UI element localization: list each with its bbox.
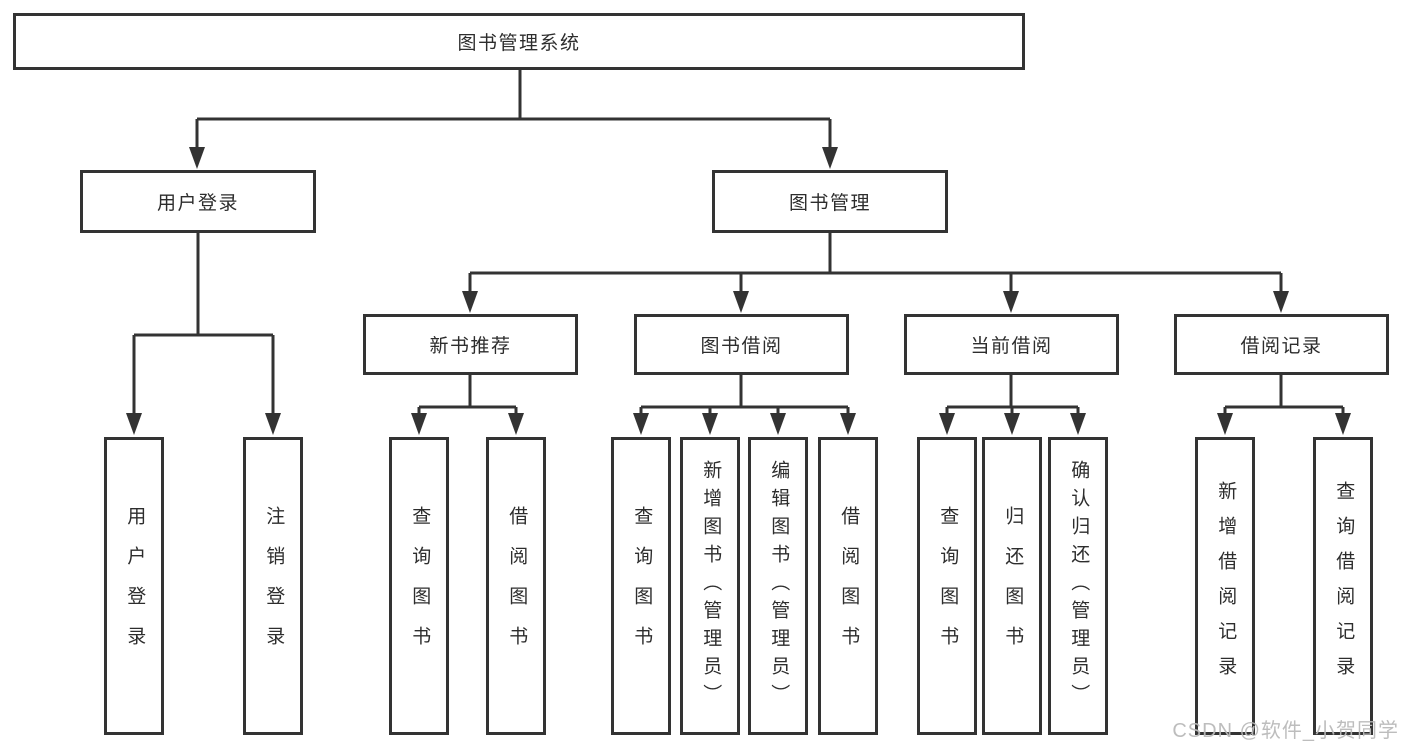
leaf-return-book-label: 归还图书 [1002,506,1024,666]
leaf-add-book-admin-label: 新增图书（管理员） [700,460,722,712]
leaf-logout-label: 注销登录 [263,506,285,666]
leaf-user-login: 用户登录 [104,437,164,735]
arrowhead-icon [770,413,786,435]
arrowhead-icon [462,291,478,313]
leaf-edit-book-admin-label: 编辑图书（管理员） [768,460,790,712]
leaf-edit-book-admin: 编辑图书（管理员） [748,437,808,735]
leaf-user-login-label: 用户登录 [124,506,146,666]
node-new-book-recommend: 新书推荐 [363,314,578,375]
node-book-management: 图书管理 [712,170,948,233]
leaf-logout: 注销登录 [243,437,303,735]
node-borrow-records-label: 借阅记录 [1240,336,1323,357]
arrowhead-icon [126,413,142,435]
leaf-return-book: 归还图书 [982,437,1042,735]
leaf-query-borrow-record-label: 查询借阅记录 [1333,481,1355,691]
leaf-query-books-recommend: 查询图书 [389,437,449,735]
node-borrow-records: 借阅记录 [1174,314,1389,375]
leaf-borrow-books-label: 借阅图书 [838,506,860,666]
arrowhead-icon [265,413,281,435]
leaf-add-borrow-record: 新增借阅记录 [1195,437,1255,735]
arrowhead-icon [1003,291,1019,313]
leaf-query-books-recommend-label: 查询图书 [409,506,431,666]
node-user-login-label: 用户登录 [156,193,239,214]
leaf-query-books-borrow: 查询图书 [611,437,671,735]
arrowhead-icon [189,147,205,169]
arrowhead-icon [411,413,427,435]
arrowhead-icon [1217,413,1233,435]
arrowhead-icon [633,413,649,435]
leaf-query-books-borrow-label: 查询图书 [631,506,653,666]
arrowhead-icon [733,291,749,313]
arrowhead-icon [822,147,838,169]
arrowhead-icon [840,413,856,435]
arrowhead-icon [1070,413,1086,435]
arrowhead-icon [508,413,524,435]
arrowhead-icon [939,413,955,435]
leaf-query-books-current-label: 查询图书 [937,506,959,666]
node-root: 图书管理系统 [13,13,1025,70]
node-root-label: 图书管理系统 [457,33,581,54]
leaf-confirm-return-admin-label: 确认归还（管理员） [1068,460,1090,712]
node-current-borrow-label: 当前借阅 [970,336,1053,357]
arrowhead-icon [1004,413,1020,435]
node-book-management-label: 图书管理 [788,193,871,214]
watermark: CSDN @软件_小贺同学 [1172,720,1399,742]
leaf-query-borrow-record: 查询借阅记录 [1313,437,1373,735]
leaf-borrow-books: 借阅图书 [818,437,878,735]
leaf-add-book-admin: 新增图书（管理员） [680,437,740,735]
arrowhead-icon [1273,291,1289,313]
node-current-borrow: 当前借阅 [904,314,1119,375]
node-new-book-recommend-label: 新书推荐 [429,336,512,357]
leaf-confirm-return-admin: 确认归还（管理员） [1048,437,1108,735]
leaf-borrow-books-recommend: 借阅图书 [486,437,546,735]
node-book-borrow-label: 图书借阅 [700,336,783,357]
leaf-borrow-books-recommend-label: 借阅图书 [506,506,528,666]
leaf-add-borrow-record-label: 新增借阅记录 [1215,481,1237,691]
node-book-borrow: 图书借阅 [634,314,849,375]
node-user-login: 用户登录 [80,170,316,233]
arrowhead-icon [1335,413,1351,435]
arrowhead-icon [702,413,718,435]
leaf-query-books-current: 查询图书 [917,437,977,735]
